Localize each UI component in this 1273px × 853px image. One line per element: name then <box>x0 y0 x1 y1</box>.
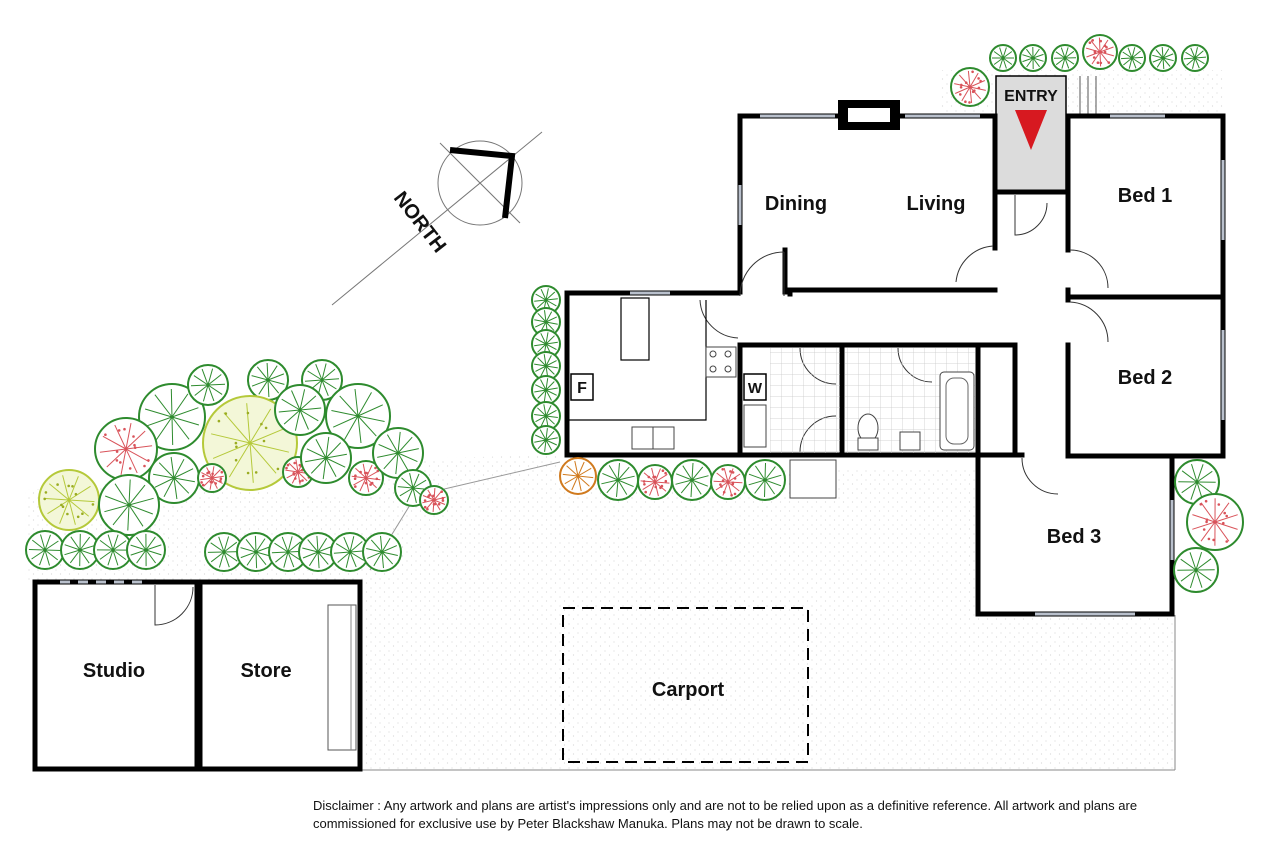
tree-icon <box>950 67 990 107</box>
room-label-studio: Studio <box>83 660 145 682</box>
tree-icon <box>1173 547 1219 593</box>
north-compass: NORTH <box>331 131 543 306</box>
tree-icon <box>1118 44 1146 72</box>
tree-icon <box>202 395 298 491</box>
fireplace <box>838 100 900 130</box>
tree-icon <box>597 459 639 501</box>
entry-area: ENTRY <box>995 75 1097 193</box>
tree-icon <box>93 530 133 570</box>
tree-icon <box>1181 44 1209 72</box>
tree-icon <box>38 469 100 531</box>
room-label-dining: Dining <box>765 193 827 215</box>
fridge-label: F <box>577 380 587 397</box>
wet-areas: W <box>743 348 975 499</box>
kitchen-fixtures: F <box>568 297 737 450</box>
tree-icon <box>1174 459 1220 505</box>
tree-icon <box>1082 34 1118 70</box>
tree-icon <box>989 44 1017 72</box>
tree-icon <box>348 460 384 496</box>
tree-icon <box>744 459 786 501</box>
tree-icon <box>25 530 65 570</box>
tree-icon <box>94 417 158 481</box>
tree-icon <box>187 364 229 406</box>
tree-icon <box>1149 44 1177 72</box>
washer-label: W <box>748 380 763 397</box>
tree-icon <box>710 464 746 500</box>
tree-icon <box>98 474 160 536</box>
room-label-carport: Carport <box>652 679 725 701</box>
tree-icon <box>148 452 200 504</box>
windows <box>630 114 1225 616</box>
landscape-trees <box>25 34 1244 593</box>
room-label-bed3: Bed 3 <box>1047 526 1101 548</box>
tree-icon <box>1019 44 1047 72</box>
tree-icon <box>531 425 561 455</box>
tree-icon <box>372 427 424 479</box>
tree-icon <box>247 359 289 401</box>
tree-icon <box>274 384 326 436</box>
carport-outline <box>562 607 809 763</box>
room-label-bed1: Bed 1 <box>1118 185 1172 207</box>
room-label-store: Store <box>240 660 291 682</box>
tree-icon <box>300 432 352 484</box>
tree-icon <box>419 485 449 515</box>
room-label-living: Living <box>907 193 966 215</box>
outbuildings <box>32 579 363 772</box>
entry-arrow-icon <box>1015 110 1047 150</box>
disclaimer-text: Disclaimer : Any artwork and plans are a… <box>313 798 1138 831</box>
tree-icon <box>637 464 673 500</box>
tree-icon <box>531 375 561 405</box>
tree-icon <box>325 383 391 449</box>
tree-icon <box>1186 493 1244 551</box>
room-label-bed2: Bed 2 <box>1118 367 1172 389</box>
tree-icon <box>138 383 206 451</box>
entry-label: ENTRY <box>1004 88 1058 105</box>
tree-icon <box>671 459 713 501</box>
tree-icon <box>559 457 597 495</box>
room-labels: Dining Living Bed 1 Bed 2 Bed 3 Studio S… <box>83 185 1172 701</box>
tree-icon <box>197 463 227 493</box>
tree-icon <box>362 532 402 572</box>
tree-icon <box>126 530 166 570</box>
tree-icon <box>1051 44 1079 72</box>
tree-icon <box>330 532 370 572</box>
